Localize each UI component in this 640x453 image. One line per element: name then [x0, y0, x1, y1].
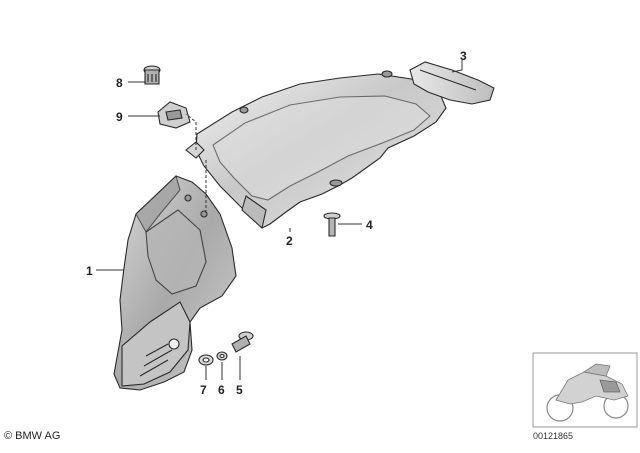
- cover-plate-part: [409, 61, 495, 105]
- callout-8: 8: [116, 76, 123, 90]
- clip-nut-part: [157, 101, 191, 129]
- rear-fender-part: [195, 70, 447, 230]
- leader-pin: [185, 113, 197, 150]
- callout-1: 1: [86, 264, 93, 278]
- callout-2: 2: [286, 234, 293, 248]
- washer-part: [216, 351, 228, 361]
- flat-washer-part: [198, 354, 214, 366]
- callout-4: 4: [366, 218, 373, 232]
- callout-9: 9: [116, 110, 123, 124]
- screw-part: [143, 65, 161, 85]
- expansion-rivet-part: [323, 212, 341, 237]
- image-code-label: 00121865: [533, 431, 574, 441]
- mounting-pin-part: [185, 141, 205, 159]
- callout-6: 6: [218, 383, 225, 397]
- leader-3: [451, 60, 463, 73]
- motorcycle-thumbnail: [532, 352, 638, 428]
- callout-7: 7: [200, 383, 207, 397]
- callout-3: 3: [460, 49, 467, 63]
- callouts: 1 2 3 4 5 6 7 8 9: [86, 49, 467, 397]
- callout-5: 5: [236, 383, 243, 397]
- copyright-label: © BMW AG: [4, 430, 61, 442]
- bolt-part: [231, 331, 254, 353]
- leader-lines: [96, 60, 463, 380]
- side-trim-panel-part: [113, 174, 237, 391]
